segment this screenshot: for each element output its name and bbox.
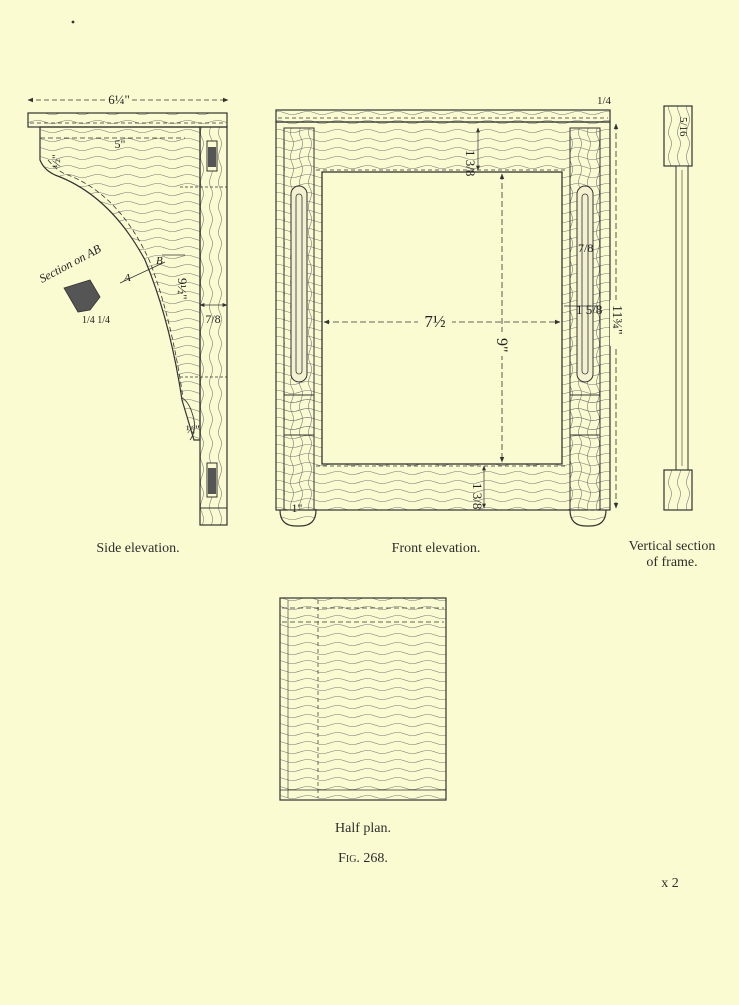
figure-number: Fig. 268. xyxy=(338,851,388,866)
caption-half-plan: Half plan. xyxy=(335,821,391,836)
caption-side-elevation: Side elevation. xyxy=(96,541,180,556)
half-plan xyxy=(279,597,447,801)
side-back-post xyxy=(199,126,228,526)
caption-vertical-section-line1: Vertical section xyxy=(628,539,716,554)
point-b-label: B xyxy=(156,255,163,267)
front-opening-height-label: 9" xyxy=(493,338,510,353)
section-ab-dim-label: 1/4 1/4 xyxy=(82,315,110,326)
side-bottom-radius-label: ½" xyxy=(186,422,200,436)
side-inner-width-label: 5" xyxy=(115,137,126,151)
page-marker: x 2 xyxy=(661,876,679,891)
front-post-thickness-label: 7/8 xyxy=(578,241,593,255)
front-opening-width-label: 7½ xyxy=(424,312,446,331)
section-bottom-block xyxy=(663,469,693,511)
front-left-foot xyxy=(279,509,317,527)
side-width-label: 6¼" xyxy=(108,92,130,107)
front-elevation: 1/4 1" 1 3/8 1 3/8 7½ 9" xyxy=(275,95,628,527)
caption-front-elevation: Front elevation. xyxy=(391,541,481,556)
ink-dot xyxy=(71,20,75,24)
front-top-thickness-label: 1/4 xyxy=(597,95,612,107)
point-a-label: A xyxy=(123,272,131,284)
section-ab-line xyxy=(119,261,166,284)
side-curve-offset-label: 9½" xyxy=(175,278,190,300)
side-bracket xyxy=(39,126,201,441)
section-top-dim-label: 5/16 xyxy=(677,117,689,137)
side-elevation: 6¼" 5" ½" ½" 9½" 7/8 A B xyxy=(27,90,229,526)
front-right-foot xyxy=(569,509,607,527)
side-top-radius-label: ½" xyxy=(49,154,63,168)
vertical-section: 5/16 xyxy=(663,105,693,511)
section-ab-profile xyxy=(63,279,101,313)
side-post-thickness-label: 7/8 xyxy=(205,312,220,326)
section-ab-title: Section on AB xyxy=(37,241,104,285)
front-bottom-rail-label: 1 3/8 xyxy=(470,483,485,509)
half-plan-board xyxy=(279,597,447,801)
left-flute xyxy=(290,185,308,383)
right-flute xyxy=(576,185,594,383)
caption-vertical-section-line2: of frame. xyxy=(646,555,698,570)
front-top-board xyxy=(275,109,611,123)
front-stile-width-label: 1 5/8 xyxy=(576,302,602,317)
side-top-board xyxy=(27,112,228,128)
front-overall-height-label: 11¾" xyxy=(609,305,624,335)
front-top-rail-label: 1 3/8 xyxy=(463,150,478,176)
front-foot-label: 1" xyxy=(292,501,303,515)
